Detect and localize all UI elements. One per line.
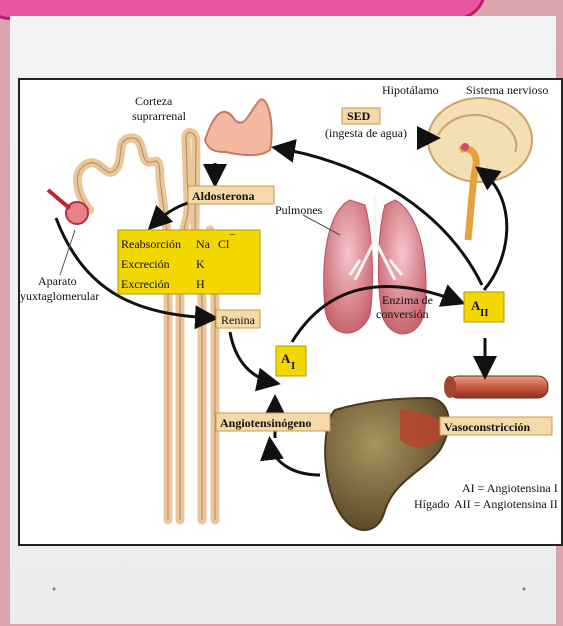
label-hipotalamo: Hipotálamo [382, 83, 439, 97]
label-pulmones: Pulmones [275, 203, 323, 217]
label-ingesta: (ingesta de agua) [325, 126, 407, 140]
label-suprarrenal: suprarrenal [132, 109, 187, 123]
footer-bullet-left: • [52, 582, 56, 596]
vessel-illustration [444, 376, 548, 398]
label-renina: Renina [221, 313, 256, 327]
raas-diagram-figure: Corteza suprarrenal Hipotálamo Sistema n… [18, 78, 563, 546]
label-excrecion-2: Excreción [121, 277, 170, 291]
label-ai-sub: I [291, 360, 295, 372]
raas-diagram: Corteza suprarrenal Hipotálamo Sistema n… [20, 80, 563, 546]
label-sed: SED [347, 109, 371, 123]
label-k: K [196, 257, 205, 271]
label-aii-sub: II [480, 307, 489, 319]
label-excrecion-1: Excreción [121, 257, 170, 271]
label-cl: Cl [218, 237, 230, 251]
label-enzima: Enzima de [382, 293, 433, 307]
label-h: H [196, 277, 205, 291]
label-aparato: Aparato [38, 274, 77, 288]
brain-illustration [428, 98, 532, 240]
label-cl-superscript: ¯ [229, 234, 236, 245]
label-higado: Hígado [414, 497, 449, 511]
legend-aii: AII = Angiotensina II [454, 497, 558, 511]
arrow-aii-to-brain [480, 170, 507, 290]
arrow-liver-to-angiotensinogeno [270, 442, 320, 475]
label-angiotensinogeno: Angiotensinógeno [220, 416, 311, 430]
label-reabsorcion: Reabsorción [121, 237, 181, 251]
legend-ai: AI = Angiotensina I [462, 481, 558, 495]
label-na: Na [196, 237, 211, 251]
label-yuxtaglomerular: yuxtaglomerular [20, 289, 99, 303]
arrow-renina-to-ai [230, 332, 275, 383]
label-corteza: Corteza [135, 94, 173, 108]
label-conversion: conversión [376, 307, 429, 321]
adrenal-cortex-illustration [205, 99, 272, 155]
label-aldosterona: Aldosterona [192, 189, 254, 203]
footer-bullet-right: • [522, 582, 526, 596]
label-sistema-nervioso: Sistema nervioso [466, 83, 548, 97]
label-vasoconstriccion: Vasoconstricción [444, 420, 531, 434]
label-ai-main: A [281, 351, 291, 366]
